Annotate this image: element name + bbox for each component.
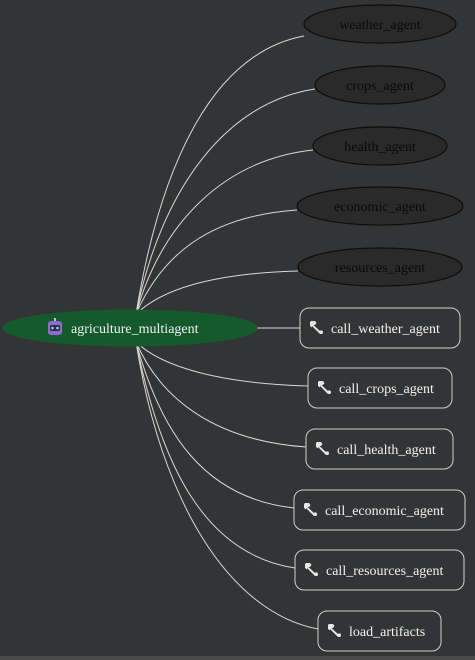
tool-node-label: load_artifacts	[349, 625, 425, 640]
agent-ellipse	[303, 4, 457, 44]
agent-node-label: health_agent	[344, 140, 416, 155]
tool-box	[305, 428, 454, 470]
wrench-icon	[305, 563, 318, 576]
tool-node-call-health-agent[interactable]: call_health_agent	[305, 428, 454, 470]
edge-to-agent	[135, 149, 314, 315]
agent-node-crops-agent[interactable]: crops_agent	[314, 65, 446, 105]
edge-to-tool	[135, 341, 296, 569]
edge-to-tool	[135, 341, 307, 448]
agent-node-resources-agent[interactable]: resources_agent	[297, 247, 463, 287]
tool-node-label: call_crops_agent	[339, 382, 434, 397]
edge-to-agent	[135, 270, 299, 315]
agent-node-economic-agent[interactable]: economic_agent	[296, 186, 464, 226]
edge-to-tool	[135, 341, 319, 630]
edge-to-tool	[135, 341, 295, 509]
wrench-icon	[328, 624, 341, 637]
edge-to-agent	[135, 209, 298, 315]
tool-node-label: call_economic_agent	[325, 504, 444, 519]
agent-node-label: crops_agent	[346, 79, 414, 94]
tool-node-label: call_health_agent	[337, 443, 436, 458]
root-ellipse	[2, 309, 258, 347]
tool-node-call-economic-agent[interactable]: call_economic_agent	[293, 489, 466, 531]
tool-box	[294, 549, 465, 591]
bottom-scroll-bar	[0, 656, 475, 660]
tool-node-label: call_weather_agent	[331, 322, 440, 337]
edge-to-agent	[135, 88, 316, 315]
root-node-label: agriculture_multiagent	[71, 322, 199, 337]
tool-node-call-resources-agent[interactable]: call_resources_agent	[294, 549, 465, 591]
tool-node-call-weather-agent[interactable]: call_weather_agent	[299, 307, 461, 349]
root-node-agriculture-multiagent[interactable]: agriculture_multiagent	[2, 309, 258, 347]
agent-ellipse	[312, 126, 448, 166]
tool-node-label: call_resources_agent	[326, 564, 443, 579]
edge-to-agent	[135, 35, 305, 315]
agent-node-label: economic_agent	[334, 200, 426, 215]
tool-box	[293, 489, 466, 531]
agent-ellipse	[296, 186, 464, 226]
agent-node-label: resources_agent	[335, 261, 425, 276]
tool-node-call-crops-agent[interactable]: call_crops_agent	[307, 367, 453, 409]
edge-to-tool	[135, 341, 309, 387]
agent-node-health-agent[interactable]: health_agent	[312, 126, 448, 166]
agent-node-label: weather_agent	[339, 18, 421, 33]
agent-ellipse	[297, 247, 463, 287]
tool-box	[299, 307, 461, 349]
tool-node-load-artifacts[interactable]: load_artifacts	[317, 610, 442, 652]
tool-box	[317, 610, 442, 652]
agent-ellipse	[314, 65, 446, 105]
nodes: agriculture_multiagent weather_agentcrops…	[2, 4, 466, 652]
wrench-icon	[304, 503, 317, 516]
wrench-icon	[310, 321, 323, 334]
tool-box	[307, 367, 453, 409]
robot-icon	[48, 318, 62, 335]
wrench-icon	[318, 381, 331, 394]
wrench-icon	[316, 442, 329, 455]
agent-node-weather-agent[interactable]: weather_agent	[303, 4, 457, 44]
